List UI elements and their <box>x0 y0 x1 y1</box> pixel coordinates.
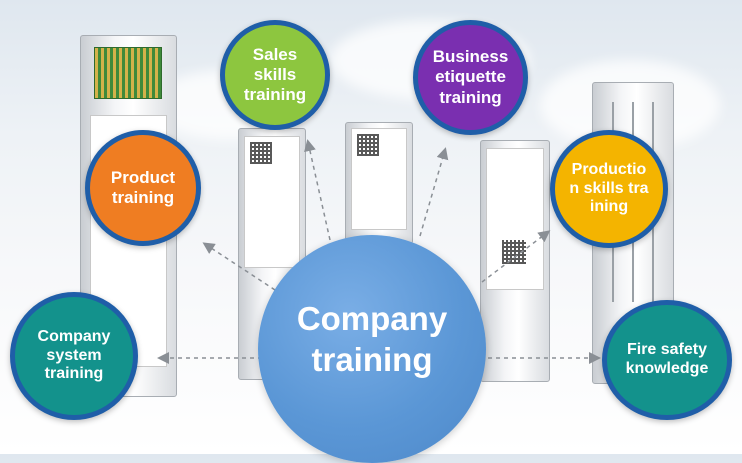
node-production-skills-training: Production skills training <box>550 130 668 248</box>
connector-product <box>202 242 276 291</box>
connector-business <box>419 147 449 237</box>
connector-sales <box>304 139 331 241</box>
node-label: Fire safety knowledge <box>625 341 709 377</box>
node-sales-skills-training: Sales skills training <box>220 20 330 130</box>
node-label: Sales skills training <box>243 44 307 105</box>
transceiver-module-photo <box>345 122 413 244</box>
node-product-training: Product training <box>85 130 201 246</box>
node-label: Business etiquette training <box>432 47 509 107</box>
node-fire-safety-knowledge: Fire safety knowledge <box>602 300 732 420</box>
center-node-company-training: Company training <box>258 235 486 463</box>
transceiver-module-photo <box>480 140 550 382</box>
center-node-label: Company training <box>296 299 448 378</box>
connector-production <box>481 230 551 283</box>
node-business-etiquette-training: Business etiquette training <box>413 20 528 135</box>
node-label: Production skills training <box>569 160 649 216</box>
node-label: Product training <box>110 167 176 207</box>
node-company-system-training: Company system training <box>10 292 138 420</box>
node-label: Company system training <box>37 327 111 383</box>
